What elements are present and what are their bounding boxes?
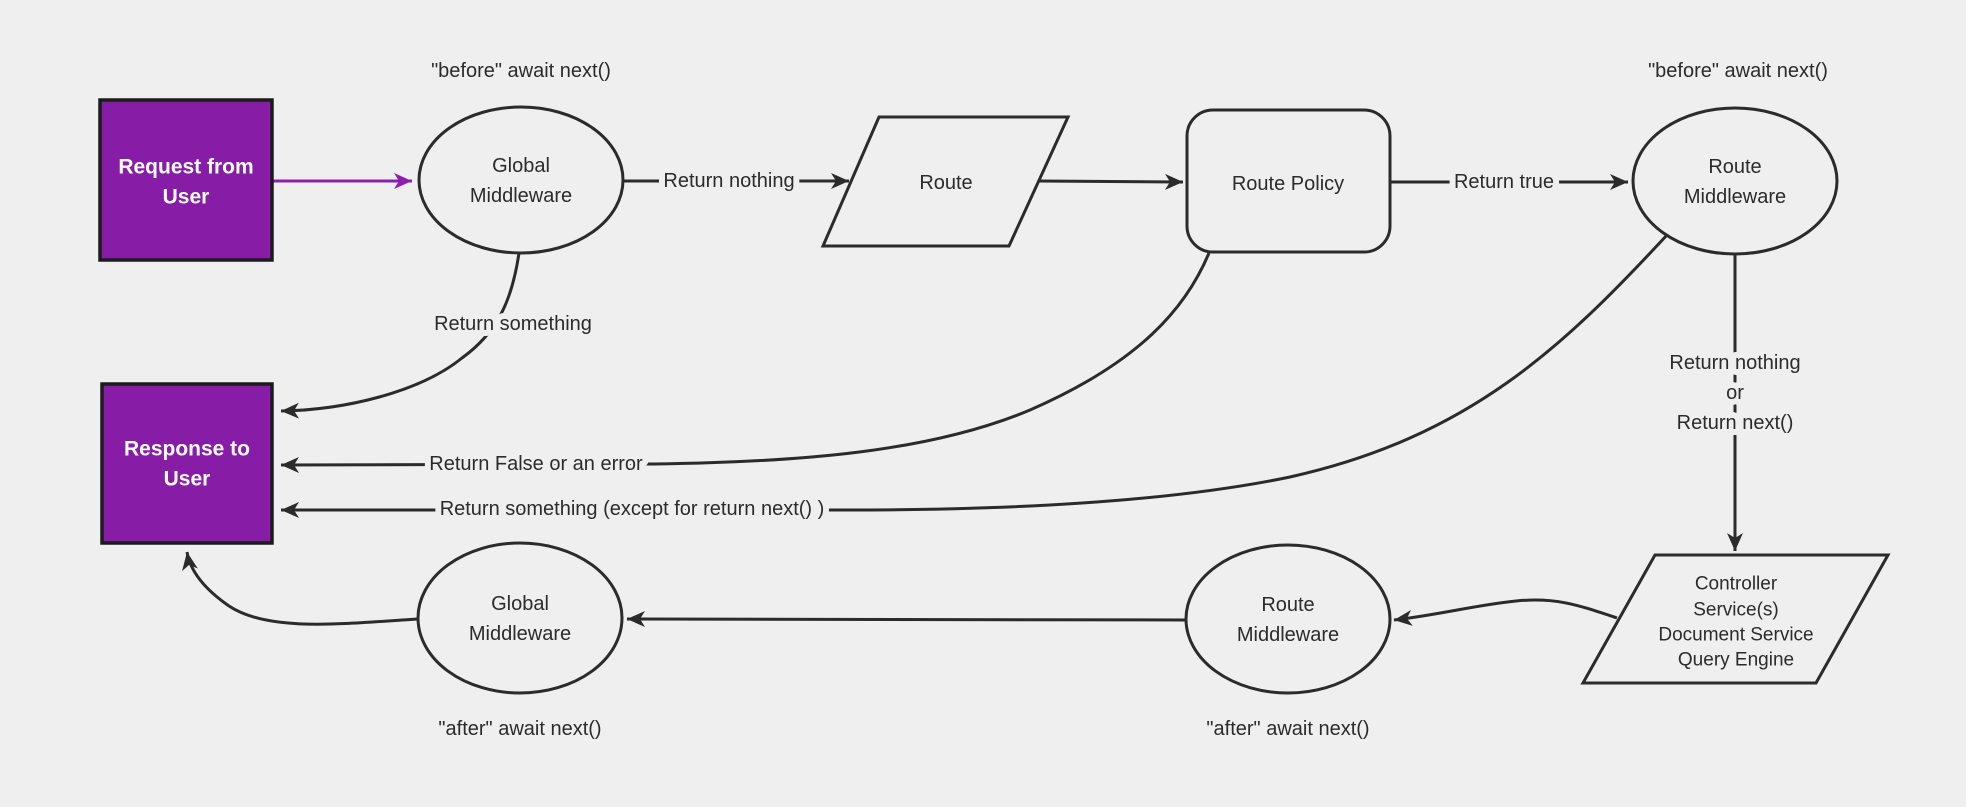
response-to-user-label-line2: User	[164, 468, 211, 491]
request-from-user-label-line1: Request from	[118, 156, 253, 179]
route-middleware-top-node	[1631, 106, 1839, 256]
label-return-nothing-top: Return nothing	[663, 170, 794, 192]
label-return-something-except: Return something (except for return next…	[440, 498, 825, 520]
label-after-await-next-left: "after" await next()	[438, 718, 601, 740]
edge-controller-to-route-middleware-bottom-arrow	[1393, 598, 1618, 626]
controller-label-line3: Document Service	[1658, 625, 1813, 646]
controller-label-line2: Service(s)	[1693, 600, 1779, 621]
route-node	[820, 115, 1071, 248]
label-return-true: Return true	[1454, 171, 1554, 193]
route-middleware-bottom-label-line2: Middleware	[1237, 624, 1339, 646]
edge-global-middleware-return-something-arrow	[280, 252, 521, 419]
route-middleware-top-label-line2: Middleware	[1684, 186, 1786, 208]
request-from-user-box	[98, 98, 274, 262]
global-middleware-bottom-node	[416, 541, 624, 695]
global-middleware-top-label-line1: Global	[492, 155, 550, 177]
route-middleware-bottom-node	[1184, 543, 1392, 695]
label-return-nothing-or-line3: Return next()	[1677, 412, 1794, 434]
label-before-await-next-right: "before" await next()	[1648, 60, 1828, 82]
global-middleware-top-node	[417, 105, 625, 255]
route-label: Route	[919, 172, 972, 194]
route-policy-node	[1185, 108, 1392, 254]
edge-global-middleware-bottom-to-response-arrow	[182, 551, 419, 626]
controller-label-line4: Query Engine	[1678, 650, 1794, 671]
request-from-user-label-line2: User	[163, 186, 210, 209]
route-middleware-bottom-label-line1: Route	[1261, 594, 1314, 616]
edge-route-policy-return-false-arrow	[280, 252, 1211, 473]
label-after-await-next-right: "after" await next()	[1206, 718, 1369, 740]
route-middleware-top-label-line1: Route	[1708, 156, 1761, 178]
controller-label-line1: Controller	[1695, 574, 1778, 595]
controller-services-node	[1580, 553, 1891, 685]
edge-route-middleware-return-something-except-arrow	[281, 233, 1669, 518]
global-middleware-top-label-line2: Middleware	[470, 185, 572, 207]
global-middleware-bottom-label-line1: Global	[491, 593, 549, 615]
response-to-user-box	[100, 382, 274, 545]
label-before-await-next-left: "before" await next()	[431, 60, 611, 82]
edge-route-middleware-bottom-to-global-middleware-bottom-arrow	[626, 611, 1187, 628]
label-return-something: Return something	[434, 313, 592, 335]
label-return-nothing-or-line2: or	[1726, 382, 1744, 404]
label-return-nothing-or-line1: Return nothing	[1669, 352, 1800, 374]
edge-route-to-route-policy-arrow	[1038, 173, 1184, 190]
global-middleware-bottom-label-line2: Middleware	[469, 623, 571, 645]
response-to-user-label-line1: Response to	[124, 438, 250, 461]
route-policy-label: Route Policy	[1232, 173, 1344, 195]
label-return-false-or-error: Return False or an error	[429, 453, 643, 475]
